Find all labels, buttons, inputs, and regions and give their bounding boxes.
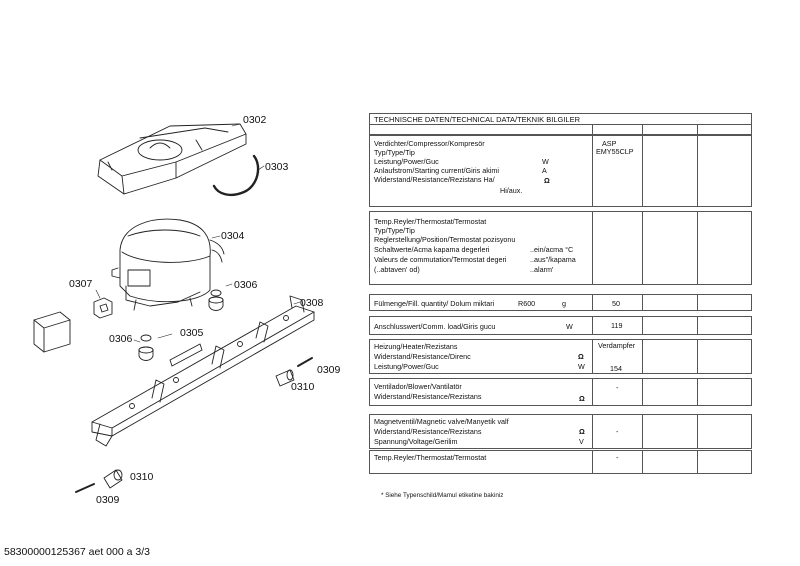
heater-section: Heizung/Heater/Rezistans Widerstand/Resi… <box>369 339 752 374</box>
spacer-part <box>103 469 123 489</box>
thermostat-position-label: Reglerstellung/Position/Termostat pozisy… <box>374 235 516 244</box>
callout-0307: 0307 <box>69 278 93 290</box>
compressor-resistance-label: Widerstand/Resistance/Rezistans Ha/ <box>374 175 495 184</box>
thermostat-values-label: Valeurs de commutation/Termostat degeri <box>374 255 507 264</box>
fan-resistance-unit: Ω <box>579 394 585 403</box>
callout-0309: 0309 <box>96 494 120 506</box>
exploded-parts-drawing <box>33 123 315 493</box>
thermostat-switch-label: Schaltwerte/Acma kapama degerleri <box>374 245 490 254</box>
document-number: 58300000125367 aet 000 a 3/3 <box>4 546 150 558</box>
callout-0306: 0306 <box>234 279 258 291</box>
drain-hose-part <box>212 154 260 197</box>
callout-0310: 0310 <box>291 381 315 393</box>
connected-load-row: Anschlusswert/Comm. load/Giris gucu W 11… <box>369 316 752 335</box>
compressor-resistance-unit: Ω <box>544 176 550 185</box>
compressor-part <box>111 218 225 311</box>
thermostat-on-unit: ..ein/acma °C <box>530 245 574 254</box>
connected-load-unit: W <box>566 322 573 331</box>
callout-0302: 0302 <box>243 114 267 126</box>
callout-0305: 0305 <box>180 327 204 339</box>
compressor-power-unit: W <box>542 157 549 166</box>
valve-value: - <box>616 427 619 436</box>
pin-part <box>297 357 313 367</box>
valve-resistance-label: Widerstand/Resistance/Rezistans <box>374 427 482 436</box>
fan-resistance-label: Widerstand/Resistance/Rezistans <box>374 392 482 401</box>
fill-quantity-unit: g <box>562 299 566 308</box>
relay-part <box>33 297 113 353</box>
valve-resistance-unit: Ω <box>579 427 585 436</box>
fill-quantity-row: Fülmenge/Fill. quantity/ Dolum miktari R… <box>369 294 752 311</box>
refrigerant-value: R600 <box>518 299 536 308</box>
callout-0309: 0309 <box>317 364 341 376</box>
callout-0306: 0306 <box>109 333 133 345</box>
connected-load-label: Anschlusswert/Comm. load/Giris gucu <box>374 322 496 331</box>
heater-title: Heizung/Heater/Rezistans <box>374 342 458 351</box>
heater-resistance-label: Widerstand/Resistance/Direnc <box>374 352 471 361</box>
callout-0310: 0310 <box>130 471 154 483</box>
compressor-title: Verdichter/Compressor/Kompresör <box>374 139 485 148</box>
table-header-columns <box>369 125 752 135</box>
fill-quantity-label: Fülmenge/Fill. quantity/ Dolum miktari <box>374 299 495 308</box>
compressor-type-value: EMY55CLP <box>596 147 634 156</box>
connected-load-value: 119 <box>611 321 623 330</box>
fill-quantity-value: 50 <box>612 299 620 308</box>
grommet-part <box>208 289 224 311</box>
thermostat-section: Temp.Reyler/Thermostat/Termostat Typ/Typ… <box>369 211 752 285</box>
pin-part <box>75 483 95 493</box>
table-header: TECHNISCHE DATEN/TECHNICAL DATA/TEKNIK B… <box>369 113 752 125</box>
fan-value: - <box>616 383 619 392</box>
callout-0304: 0304 <box>221 230 245 242</box>
compressor-type-label: Typ/Type/Tip <box>374 148 415 157</box>
compressor-current-label: Anlaufstrom/Starting current/Giris akimi <box>374 166 500 175</box>
footnote: * Siehe Typenschild/Mamul etiketine baki… <box>381 492 504 499</box>
thermostat-alarm-unit: ..alarm' <box>530 265 554 274</box>
spacer-part <box>275 369 295 387</box>
compressor-current-unit: A <box>542 166 547 175</box>
heater-power-unit: W <box>578 362 585 371</box>
callout-0308: 0308 <box>300 297 324 309</box>
fan-section: Ventilador/Blower/Vantilatör Widerstand/… <box>369 378 752 406</box>
callout-0303: 0303 <box>265 161 289 173</box>
thermostat-title: Temp.Reyler/Thermostat/Termostat <box>374 217 487 226</box>
thermostat2-value: - <box>616 453 619 462</box>
valve-voltage-label: Spannung/Voltage/Gerilim <box>374 437 458 446</box>
grommet-part <box>138 334 154 361</box>
thermostat2-title: Temp.Reyler/Thermostat/Termostat <box>374 453 487 462</box>
magnetic-valve-section: Magnetventil/Magnetic valve/Manyetik val… <box>369 414 752 449</box>
valve-title: Magnetventil/Magnetic valve/Manyetik val… <box>374 417 509 426</box>
mounting-plate-part <box>91 295 315 447</box>
fan-title: Ventilador/Blower/Vantilatör <box>374 382 462 391</box>
valve-voltage-unit: V <box>579 437 584 446</box>
heater-resistance-unit: Ω <box>578 352 584 361</box>
heater-location-value: Verdampfer <box>598 341 636 350</box>
heater-power-value: 154 <box>610 364 622 373</box>
compressor-make-value: ASP <box>602 139 617 148</box>
drip-tray-part <box>97 123 247 195</box>
heater-power-label: Leistung/Power/Guc <box>374 362 439 371</box>
thermostat-defrost-label: (..abtaven' od) <box>374 265 420 274</box>
compressor-aux-label: Hi/aux. <box>500 186 523 195</box>
thermostat-off-unit: ..aus"/kapama <box>530 255 576 264</box>
thermostat2-section: Temp.Reyler/Thermostat/Termostat - <box>369 450 752 474</box>
thermostat-type-label: Typ/Type/Tip <box>374 226 415 235</box>
compressor-power-label: Leistung/Power/Guc <box>374 157 439 166</box>
compressor-section: Verdichter/Compressor/Kompresör Typ/Type… <box>369 135 752 207</box>
table-title: TECHNISCHE DATEN/TECHNICAL DATA/TEKNIK B… <box>374 115 581 124</box>
